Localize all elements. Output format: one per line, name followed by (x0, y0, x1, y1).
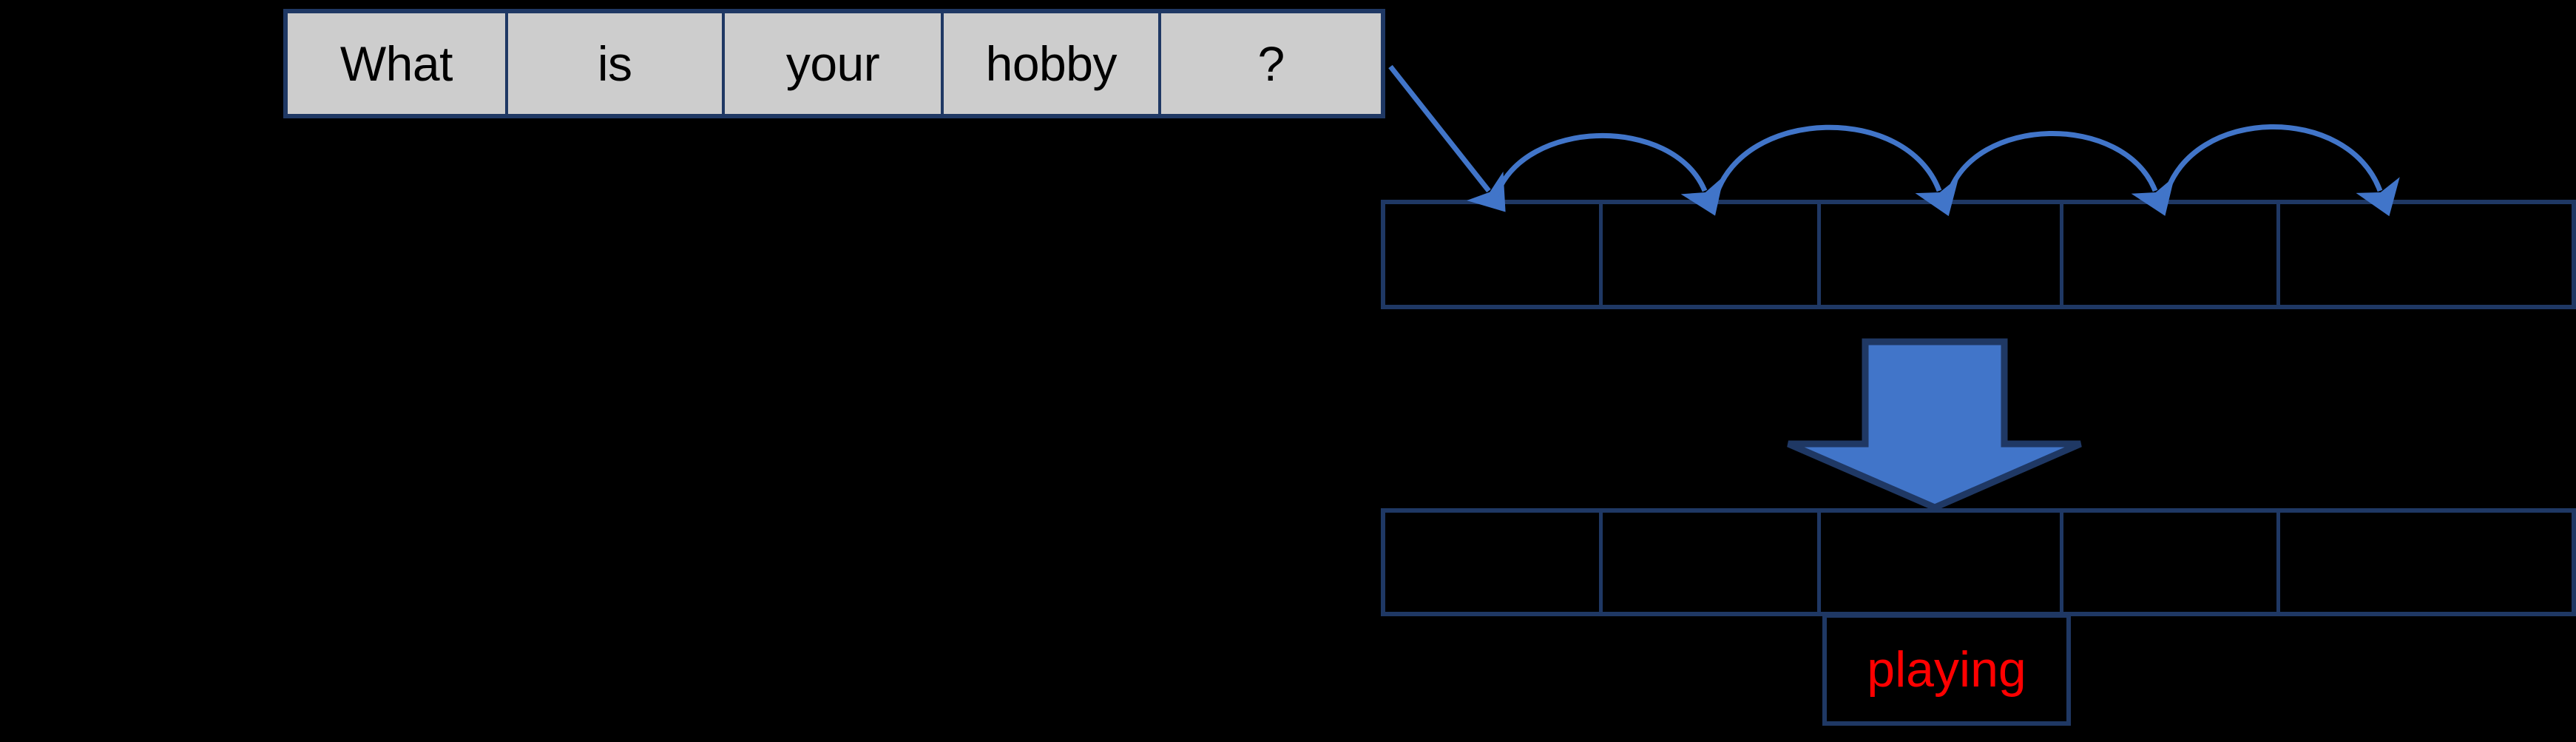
input-token-label: What (339, 36, 453, 91)
recurrent-arrow-1 (1493, 132, 1724, 216)
input-token-label: ? (1257, 36, 1285, 91)
recurrent-arrow-3 (1945, 131, 2175, 216)
input-token-cell[interactable]: What (288, 13, 508, 114)
input-token-label: your (785, 36, 880, 91)
input-token-cell[interactable]: is (507, 13, 725, 114)
output-state-row (1381, 508, 2576, 616)
input-token-cell[interactable]: hobby (944, 13, 1162, 114)
output-state-cell[interactable] (2063, 513, 2280, 612)
output-state-cell[interactable] (1385, 513, 1603, 612)
input-sentence-table: What is your hobby ? (283, 9, 1385, 118)
hidden-state-cell[interactable] (1821, 204, 2064, 305)
input-token-cell[interactable]: your (724, 13, 944, 114)
hidden-state-row (1381, 200, 2576, 309)
transform-down-arrow (1787, 338, 2082, 511)
input-token-label: is (597, 36, 632, 91)
feed-arrow (1388, 64, 1506, 212)
output-state-cell[interactable] (1821, 513, 2064, 612)
hidden-state-cell[interactable] (1385, 204, 1603, 305)
recurrent-arrow-2 (1713, 124, 1959, 217)
recurrent-arrow-4 (2163, 124, 2400, 217)
output-state-cell[interactable] (1603, 513, 1821, 612)
input-token-label: hobby (985, 36, 1118, 91)
hidden-state-cell[interactable] (2063, 204, 2280, 305)
generated-token-cell[interactable]: playing (1822, 613, 2071, 726)
hidden-state-cell[interactable] (2280, 204, 2572, 305)
generated-token-label: playing (1867, 641, 2026, 698)
input-token-cell[interactable]: ? (1161, 13, 1381, 114)
hidden-state-cell[interactable] (1603, 204, 1821, 305)
output-state-cell[interactable] (2280, 513, 2572, 612)
